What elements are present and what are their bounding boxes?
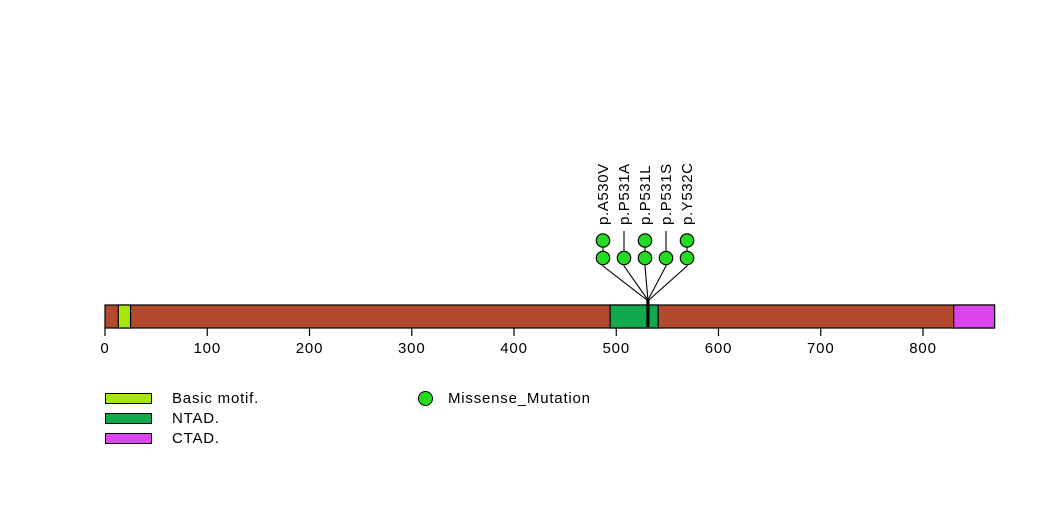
lollipop-stem (647, 231, 667, 327)
ctad-legend-label: CTAD. (172, 429, 220, 447)
ntad-legend-label: NTAD. (172, 409, 220, 427)
mutation-legend-label: Missense_Mutation (448, 389, 591, 407)
domain-segment-basicmotif (117, 304, 132, 329)
lollipop-circle (637, 250, 653, 266)
lollipop-circle (679, 250, 695, 266)
axis-tick-label: 300 (398, 340, 425, 357)
basic-motif-legend-label: Basic motif. (172, 389, 260, 407)
ntad-swatch-icon (105, 412, 152, 424)
axis-tick-label: 500 (603, 340, 630, 357)
legend-row-ctad: CTAD. (105, 428, 259, 448)
lollipop-circle (595, 233, 611, 248)
mutation-label: p.P531A (616, 163, 633, 225)
axis-tick-label: 700 (807, 340, 834, 357)
axis-tick-label: 100 (194, 340, 221, 357)
axis-tick-label: 200 (296, 340, 323, 357)
lollipop-circle (679, 233, 695, 248)
domain-segment-ntad (609, 304, 659, 329)
axis-tick-label: 800 (909, 340, 936, 357)
domain-legend: Basic motif. NTAD. CTAD. (105, 388, 259, 448)
lollipop-circle (637, 233, 653, 248)
lollipop-circle (616, 250, 632, 266)
basic-motif-swatch-icon (105, 392, 152, 404)
mutation-legend: Missense_Mutation (418, 388, 591, 408)
lollipop-circle (595, 250, 611, 266)
lollipop-circle (658, 250, 674, 266)
mutation-label: p.P531S (658, 163, 675, 225)
mutation-label: p.P531L (637, 165, 654, 225)
domain-segment-ctad (953, 304, 996, 329)
axis-tick-label: 600 (705, 340, 732, 357)
legend-row-basic-motif: Basic motif. (105, 388, 259, 408)
axis-tick-label: 0 (100, 340, 109, 357)
mutation-label: p.A530V (595, 163, 612, 225)
axis-tick-label: 400 (500, 340, 527, 357)
ctad-swatch-icon (105, 432, 152, 444)
missense-mutation-circle-icon (418, 390, 433, 406)
protein-bar (104, 304, 996, 329)
legend-row-ntad: NTAD. (105, 408, 259, 428)
mutation-label: p.Y532C (679, 162, 696, 225)
